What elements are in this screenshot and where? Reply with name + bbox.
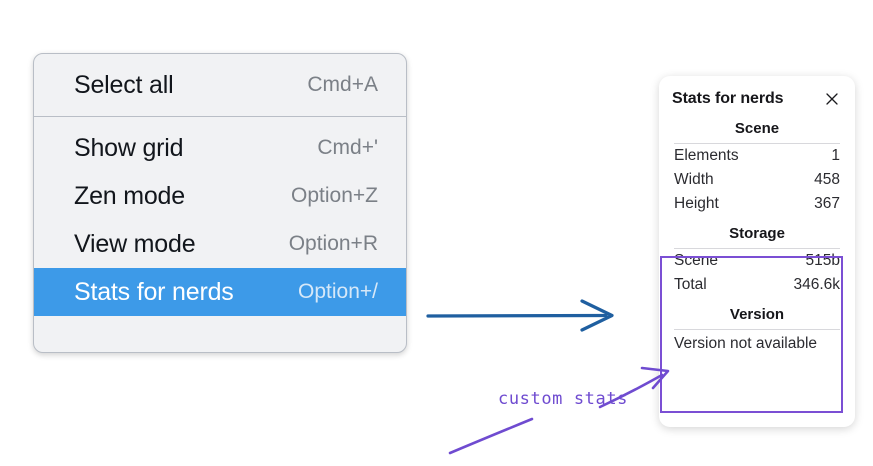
stats-for-nerds-panel[interactable]: Stats for nerds Scene Elements 1 Width 4…	[659, 76, 855, 427]
annotation-label: custom stats	[498, 389, 629, 409]
section-divider	[674, 248, 840, 249]
stat-row: Total 346.6k	[672, 273, 842, 297]
stat-row: Scene 515b	[672, 249, 842, 273]
stat-value: 346.6k	[793, 276, 840, 293]
menu-item-shortcut: Option+R	[288, 232, 378, 255]
stat-value: 515b	[805, 252, 840, 269]
stat-value: 458	[814, 171, 840, 188]
stat-label: Height	[674, 195, 719, 212]
panel-header: Stats for nerds	[672, 76, 842, 111]
section-divider	[674, 329, 840, 330]
menu-item-view-mode[interactable]: View mode Option+R	[34, 220, 406, 268]
section-heading-scene: Scene	[734, 120, 780, 137]
menu-item-show-grid[interactable]: Show grid Cmd+'	[34, 124, 406, 172]
menu-item-select-all[interactable]: Select all Cmd+A	[34, 61, 406, 109]
stat-row: Width 458	[672, 168, 842, 192]
flow-arrow-icon	[426, 299, 614, 332]
menu-item-label: Show grid	[74, 133, 184, 162]
menu-item-label: Select all	[74, 70, 174, 99]
menu-item-zen-mode[interactable]: Zen mode Option+Z	[34, 172, 406, 220]
menu-item-label: Stats for nerds	[74, 277, 234, 306]
menu-group-2: Show grid Cmd+' Zen mode Option+Z View m…	[34, 124, 406, 316]
stat-row: Elements 1	[672, 144, 842, 168]
stat-label: Scene	[674, 252, 718, 269]
stat-value: 367	[814, 195, 840, 212]
menu-separator	[34, 116, 406, 117]
menu-item-shortcut: Cmd+'	[317, 136, 378, 159]
stat-label: Width	[674, 171, 714, 188]
panel-title: Stats for nerds	[672, 90, 784, 107]
context-menu[interactable]: Select all Cmd+A Show grid Cmd+' Zen mod…	[33, 53, 407, 353]
stat-value: 1	[831, 147, 840, 164]
section-heading-version: Version	[729, 306, 785, 323]
section-divider	[674, 143, 840, 144]
menu-item-label: View mode	[74, 229, 196, 258]
menu-item-label: Zen mode	[74, 181, 185, 210]
menu-item-shortcut: Option+Z	[291, 184, 378, 207]
stat-label: Elements	[674, 147, 739, 164]
menu-item-shortcut: Option+/	[298, 280, 378, 303]
stat-row: Height 367	[672, 192, 842, 216]
custom-stats-annotation: custom stats	[440, 355, 690, 461]
section-heading-storage: Storage	[729, 225, 785, 242]
menu-item-shortcut: Cmd+A	[307, 73, 378, 96]
menu-group-1: Select all Cmd+A	[34, 61, 406, 109]
menu-item-stats-for-nerds[interactable]: Stats for nerds Option+/	[34, 268, 406, 316]
version-text: Version not available	[674, 335, 818, 352]
close-icon[interactable]	[822, 89, 842, 109]
stat-label: Total	[674, 276, 707, 293]
